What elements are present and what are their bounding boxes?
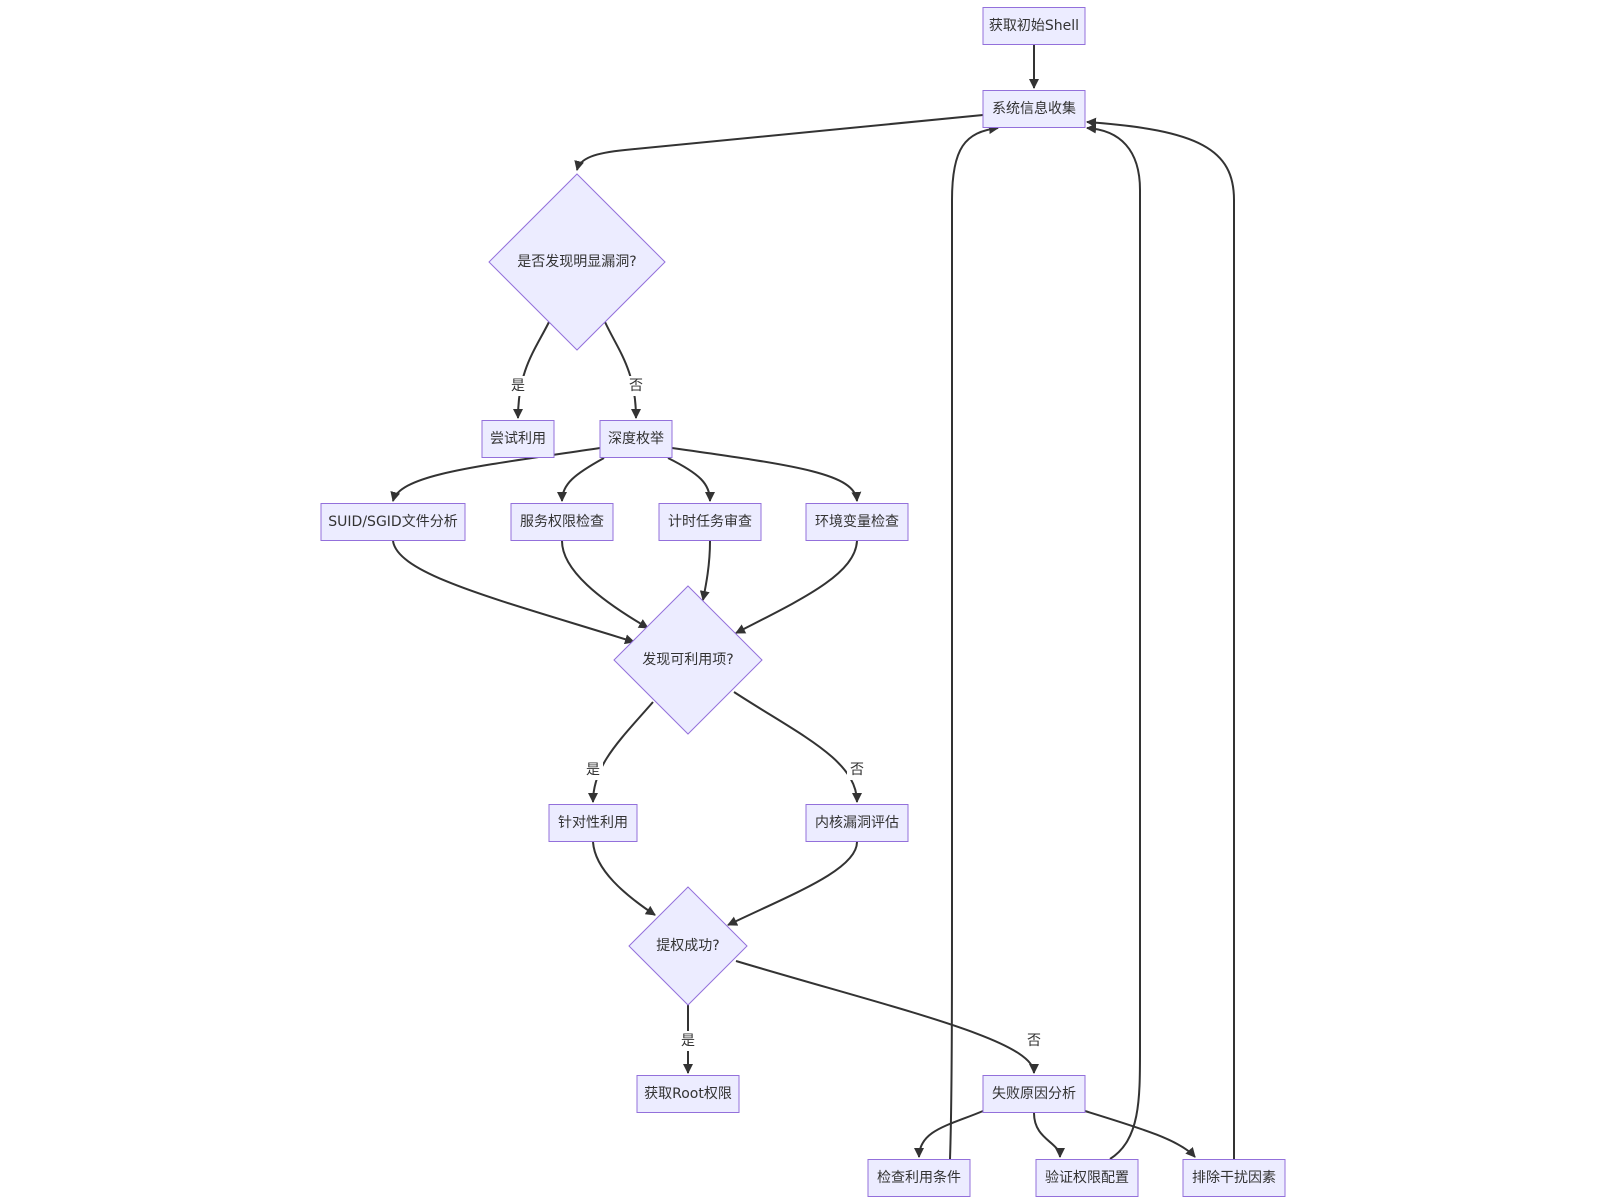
edge-env-to-q2 (735, 540, 858, 634)
node-cron: 计时任务审查 (658, 503, 762, 541)
edge-deep-to-svc (557, 457, 605, 502)
process-box (481, 420, 555, 458)
edge-q1-to-try (513, 321, 550, 419)
node-label: 服务权限检查 (520, 514, 604, 530)
edge-label-background (847, 760, 867, 780)
node-label: 针对性利用 (558, 815, 628, 831)
process-box (982, 90, 1086, 128)
edge-q3-to-fail (735, 960, 1039, 1074)
node-q2: 发现可利用项? (613, 585, 763, 735)
node-env: 环境变量检查 (805, 503, 909, 541)
edge-q2-to-target (588, 701, 654, 803)
node-label: 内核漏洞评估 (815, 815, 899, 831)
decision-diamond (488, 173, 666, 351)
node-label: 尝试利用 (490, 431, 546, 447)
edge-verify-to-collect (1086, 123, 1141, 1160)
edge-deep-to-suid (390, 447, 601, 502)
edge-exclude-to-collect (1086, 117, 1235, 1159)
edge-label-q3-to-root: 是 (678, 1031, 698, 1051)
process-box (805, 804, 909, 842)
edge-labels-layer: 是否是否是否 (508, 376, 1044, 1051)
edge-label-text: 是 (511, 378, 525, 394)
edge-chk-to-collect (949, 124, 999, 1160)
node-suid: SUID/SGID文件分析 (320, 503, 466, 541)
process-box (805, 503, 909, 541)
edge-label-background (1024, 1031, 1044, 1051)
node-label: 提权成功? (656, 938, 719, 954)
edge-fail-to-chk (914, 1110, 984, 1158)
node-deep: 深度枚举 (599, 420, 673, 458)
node-kernel: 内核漏洞评估 (805, 804, 909, 842)
node-collect: 系统信息收集 (982, 90, 1086, 128)
edge-kernel-to-q3 (727, 841, 858, 926)
edge-label-text: 否 (850, 762, 864, 778)
decision-diamond (628, 886, 748, 1006)
node-q3: 提权成功? (628, 886, 748, 1006)
edge-suid-to-q2 (392, 540, 635, 645)
node-chk: 检查利用条件 (867, 1159, 971, 1197)
edge-collect-to-q1 (574, 114, 984, 171)
process-box (867, 1159, 971, 1197)
node-label: SUID/SGID文件分析 (328, 514, 457, 530)
edge-label-text: 否 (629, 378, 643, 394)
process-box (1182, 1159, 1286, 1197)
edge-label-background (583, 760, 603, 780)
process-box (636, 1075, 740, 1113)
node-label: 失败原因分析 (992, 1086, 1076, 1102)
edge-label-background (626, 376, 646, 396)
process-box (658, 503, 762, 541)
edge-svc-to-q2 (561, 540, 649, 629)
edge-label-q2-to-kernel: 否 (847, 760, 867, 780)
node-label: 发现可利用项? (642, 652, 733, 668)
node-q1: 是否发现明显漏洞? (488, 173, 666, 351)
edge-label-text: 是 (586, 762, 600, 778)
edge-label-q1-to-deep: 否 (626, 376, 646, 396)
edge-label-q3-to-fail: 否 (1024, 1031, 1044, 1051)
process-box (510, 503, 614, 541)
node-label: 是否发现明显漏洞? (517, 254, 636, 270)
process-box (982, 1075, 1086, 1113)
node-svc: 服务权限检查 (510, 503, 614, 541)
process-box (599, 420, 673, 458)
edge-label-q2-to-target: 是 (583, 760, 603, 780)
node-label: 深度枚举 (608, 431, 664, 447)
node-label: 环境变量检查 (815, 514, 899, 530)
edge-label-text: 是 (681, 1033, 695, 1049)
edge-label-q1-to-try: 是 (508, 376, 528, 396)
edge-target-to-q3 (592, 841, 656, 916)
edge-q1-to-deep (604, 321, 641, 419)
edge-deep-to-cron (667, 457, 715, 502)
node-start: 获取初始Shell (982, 7, 1086, 45)
edge-fail-to-verify (1033, 1112, 1065, 1158)
edge-label-text: 否 (1027, 1033, 1041, 1049)
edge-deep-to-env (671, 447, 862, 502)
decision-diamond (613, 585, 763, 735)
node-label: 计时任务审查 (668, 514, 752, 530)
edge-q2-to-kernel (733, 691, 862, 803)
edge-label-background (508, 376, 528, 396)
process-box (320, 503, 466, 541)
edges-layer (390, 45, 1235, 1160)
node-label: 检查利用条件 (877, 1169, 961, 1186)
node-fail: 失败原因分析 (982, 1075, 1086, 1113)
edge-label-background (678, 1031, 698, 1051)
edge-fail-to-exclude (1084, 1110, 1196, 1158)
node-label: 获取Root权限 (644, 1086, 732, 1102)
node-exclude: 排除干扰因素 (1182, 1159, 1286, 1197)
node-root: 获取Root权限 (636, 1075, 740, 1113)
node-try: 尝试利用 (481, 420, 555, 458)
process-box (1035, 1159, 1139, 1197)
process-box (548, 804, 638, 842)
node-target: 针对性利用 (548, 804, 638, 842)
process-box (982, 7, 1086, 45)
edge-cron-to-q2 (699, 540, 711, 601)
node-label: 获取初始Shell (989, 17, 1079, 34)
node-verify: 验证权限配置 (1035, 1159, 1139, 1197)
node-label: 验证权限配置 (1045, 1170, 1129, 1186)
node-label: 系统信息收集 (992, 100, 1076, 117)
node-label: 排除干扰因素 (1192, 1170, 1276, 1186)
